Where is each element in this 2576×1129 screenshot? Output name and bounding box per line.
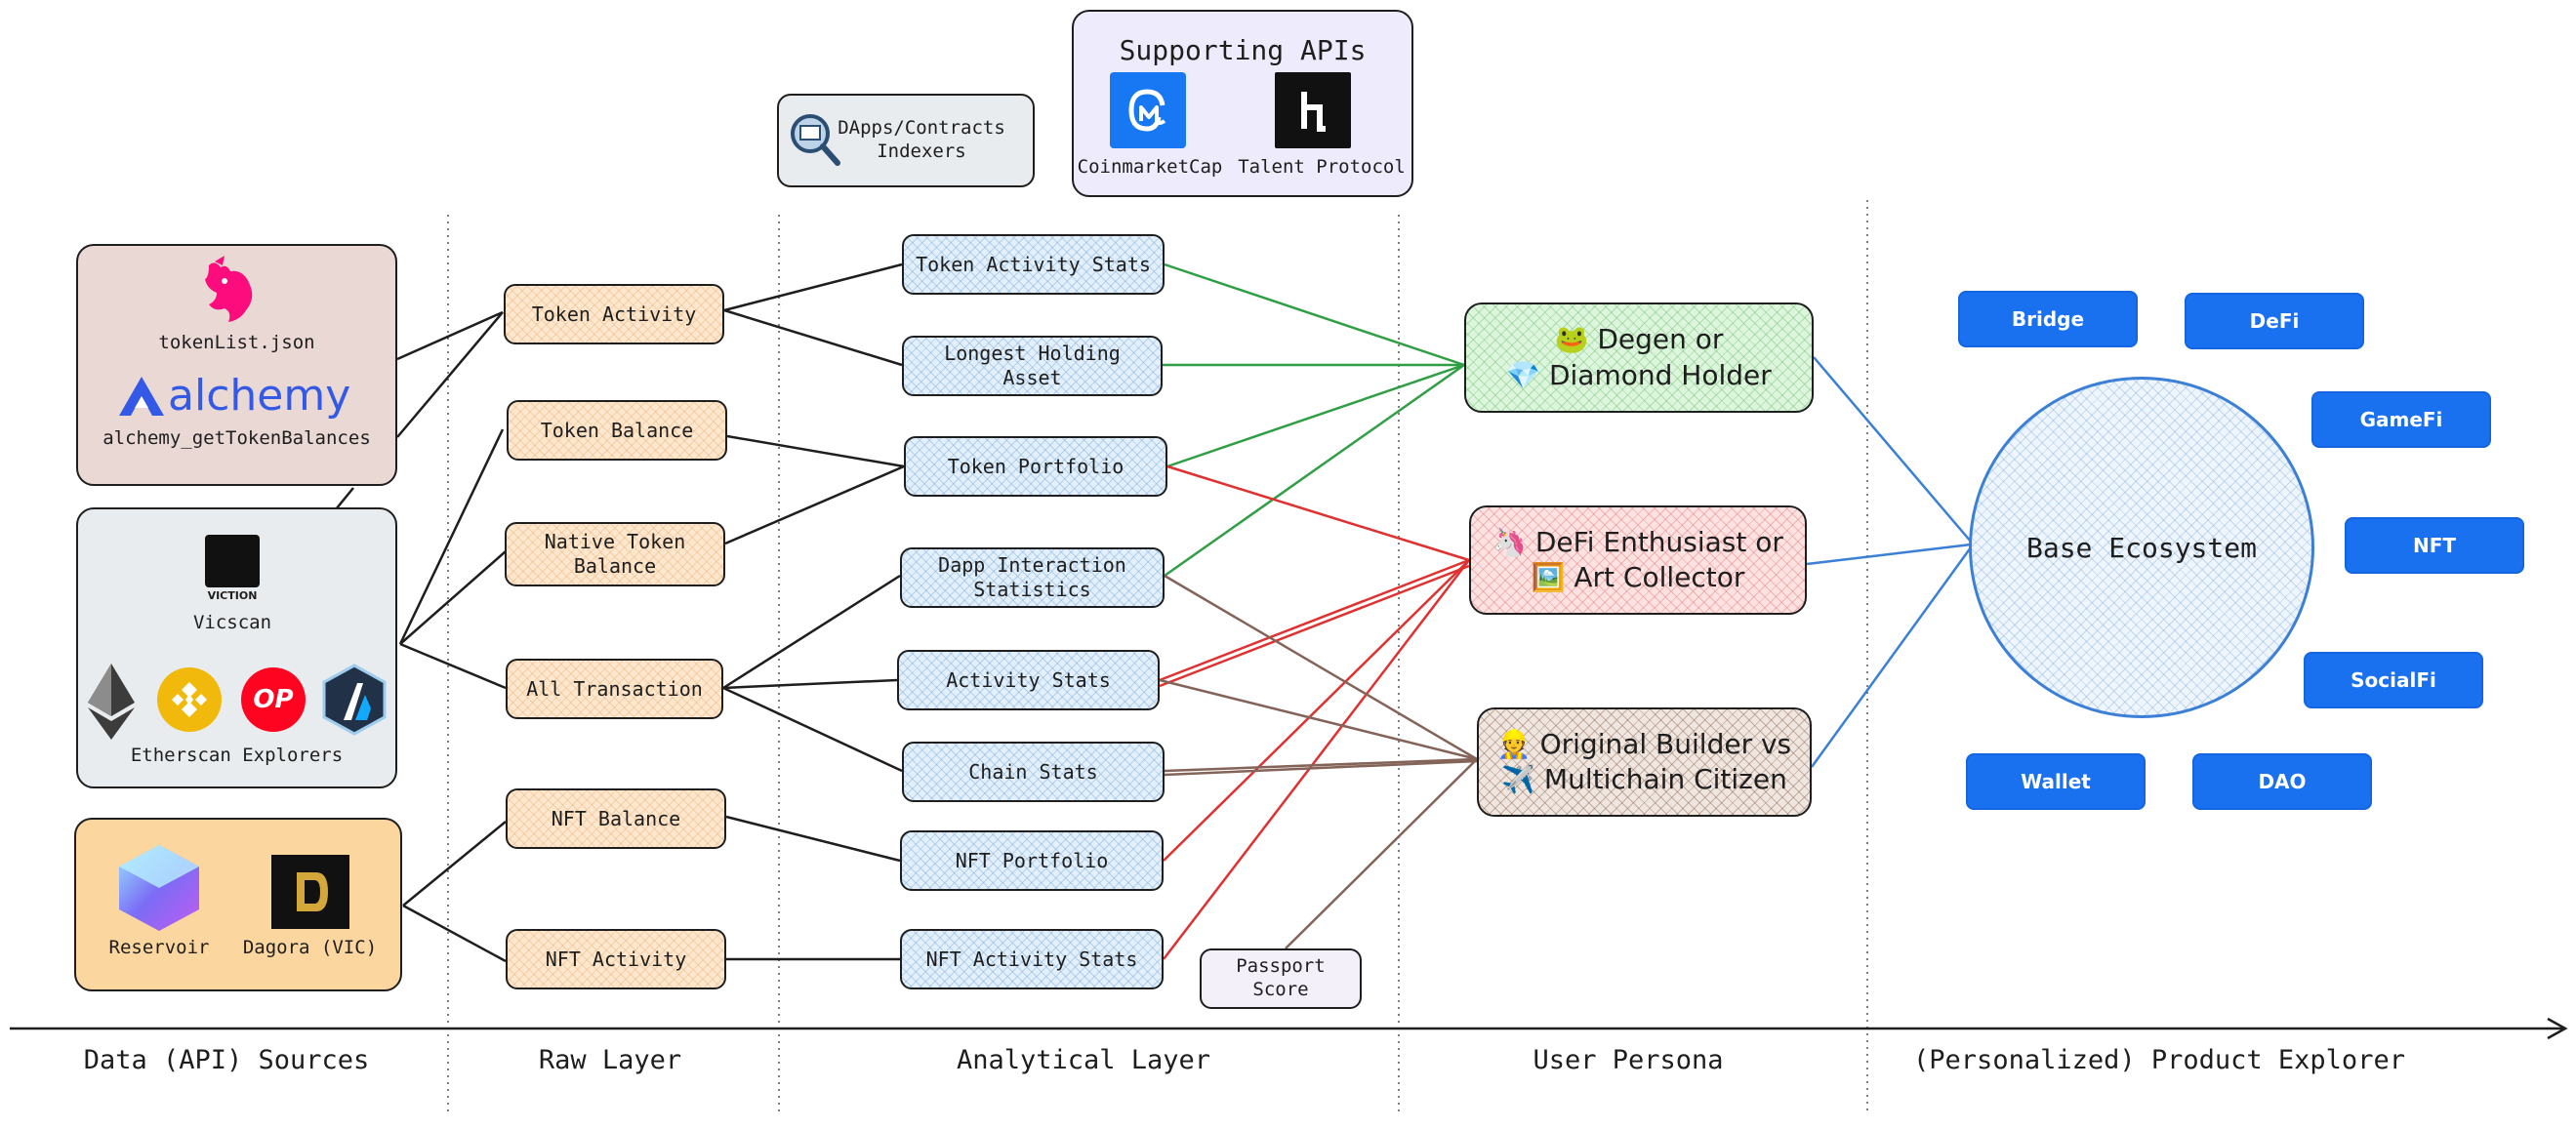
ana-nft-activity-stats: NFT Activity Stats — [900, 929, 1164, 989]
product-defi[interactable]: DeFi — [2185, 293, 2364, 349]
talent-protocol-label: Talent Protocol — [1238, 156, 1406, 178]
alchemy-logo-icon — [119, 377, 164, 416]
product-bridge[interactable]: Bridge — [1958, 291, 2138, 347]
ethereum-icon — [88, 664, 135, 740]
product-socialfi[interactable]: SocialFi — [2304, 652, 2483, 708]
uniswap-unicorn-icon — [205, 256, 253, 322]
etherscan-label: Etherscan Explorers — [130, 745, 344, 766]
defi-edges — [1159, 464, 1470, 960]
product-wallet[interactable]: Wallet — [1966, 753, 2146, 810]
coinmarketcap-icon — [1110, 72, 1186, 148]
tokenlist-label: tokenList.json — [158, 332, 315, 353]
supporting-apis-title: Supporting APIs — [1119, 34, 1367, 66]
talent-protocol-glyph — [1301, 92, 1326, 132]
raw-all-transaction: All Transaction — [506, 659, 723, 719]
ana-chain-stats: Chain Stats — [902, 742, 1165, 802]
persona-defi-art: 🦄 DeFi Enthusiast or 🖼️ Art Collector — [1469, 505, 1807, 615]
product-gamefi[interactable]: GameFi — [2311, 391, 2491, 448]
persona-degen-line1: 🐸 Degen or — [1554, 323, 1724, 356]
raw-nft-activity: NFT Activity — [506, 929, 726, 989]
viction-logo-icon — [205, 535, 260, 587]
base-ecosystem-circle[interactable]: Base Ecosystem — [1969, 377, 2314, 718]
degen-edges — [1163, 262, 1465, 578]
ana-longest-holding-asset: Longest Holding Asset — [902, 336, 1163, 396]
vicscan-label: Vicscan — [192, 612, 272, 633]
persona-builder-multichain: 👷 Original Builder vs ✈️ Multichain Citi… — [1477, 707, 1812, 817]
alchemy-method-label: alchemy_getTokenBalances — [102, 427, 371, 449]
raw-native-token-balance: Native Token Balance — [505, 522, 725, 586]
raw-token-balance: Token Balance — [507, 400, 727, 461]
layer-separators — [447, 200, 1868, 1112]
layer-label-raw: Raw Layer — [538, 1045, 682, 1075]
dagora-label: Dagora (VIC) — [242, 937, 378, 958]
reservoir-icon — [119, 845, 199, 931]
bnb-icon — [157, 667, 222, 732]
raw-token-activity: Token Activity — [504, 284, 724, 344]
layer-label-sources: Data (API) Sources — [83, 1045, 370, 1075]
coinmarketcap-label: CoinmarketCap — [1077, 156, 1223, 178]
persona-defi-line1: 🦄 DeFi Enthusiast or — [1492, 525, 1783, 558]
magnifier-chart-icon — [791, 114, 840, 166]
layer-label-analytical: Analytical Layer — [956, 1045, 1211, 1075]
ana-token-portfolio: Token Portfolio — [904, 436, 1167, 497]
persona-builder-line2: ✈️ Multichain Citizen — [1501, 763, 1787, 795]
dagora-icon — [271, 855, 349, 929]
coinmarketcap-glyph — [1128, 89, 1166, 132]
ana-token-activity-stats: Token Activity Stats — [902, 234, 1165, 295]
reservoir-label: Reservoir — [108, 937, 210, 958]
timeline-arrow — [10, 1017, 2568, 1040]
indexers-label: DApps/Contracts Indexers — [838, 117, 1005, 162]
optimism-wordmark: OP — [253, 685, 294, 714]
ana-nft-portfolio: NFT Portfolio — [900, 830, 1164, 891]
persona-degen-line2: 💎 Diamond Holder — [1506, 358, 1772, 391]
builder-edges — [1159, 574, 1478, 949]
ana-activity-stats: Activity Stats — [897, 650, 1160, 710]
product-nft[interactable]: NFT — [2345, 517, 2524, 574]
ana-passport-score: Passport Score — [1200, 948, 1362, 1009]
persona-defi-line2: 🖼️ Art Collector — [1531, 561, 1745, 593]
layer-label-persona: User Persona — [1533, 1045, 1724, 1075]
ana-dapp-interaction-label: Dapp Interaction Statistics — [938, 553, 1126, 601]
raw-native-token-balance-label: Native Token Balance — [544, 530, 686, 578]
arbitrum-icon — [322, 664, 387, 736]
optimism-icon — [241, 667, 306, 732]
raw-edges — [722, 262, 905, 961]
ecosystem-edges — [1806, 356, 1973, 768]
product-dao[interactable]: DAO — [2192, 753, 2372, 810]
raw-nft-balance: NFT Balance — [506, 788, 726, 849]
layer-label-product: (Personalized) Product Explorer — [1913, 1045, 2405, 1075]
alchemy-wordmark: alchemy — [168, 371, 351, 421]
persona-builder-line1: 👷 Original Builder vs — [1496, 727, 1792, 760]
persona-degen-diamond: 🐸 Degen or 💎 Diamond Holder — [1464, 302, 1814, 413]
ana-dapp-interaction-statistics: Dapp Interaction Statistics — [900, 547, 1165, 608]
viction-wordmark: VICTION — [207, 589, 258, 602]
